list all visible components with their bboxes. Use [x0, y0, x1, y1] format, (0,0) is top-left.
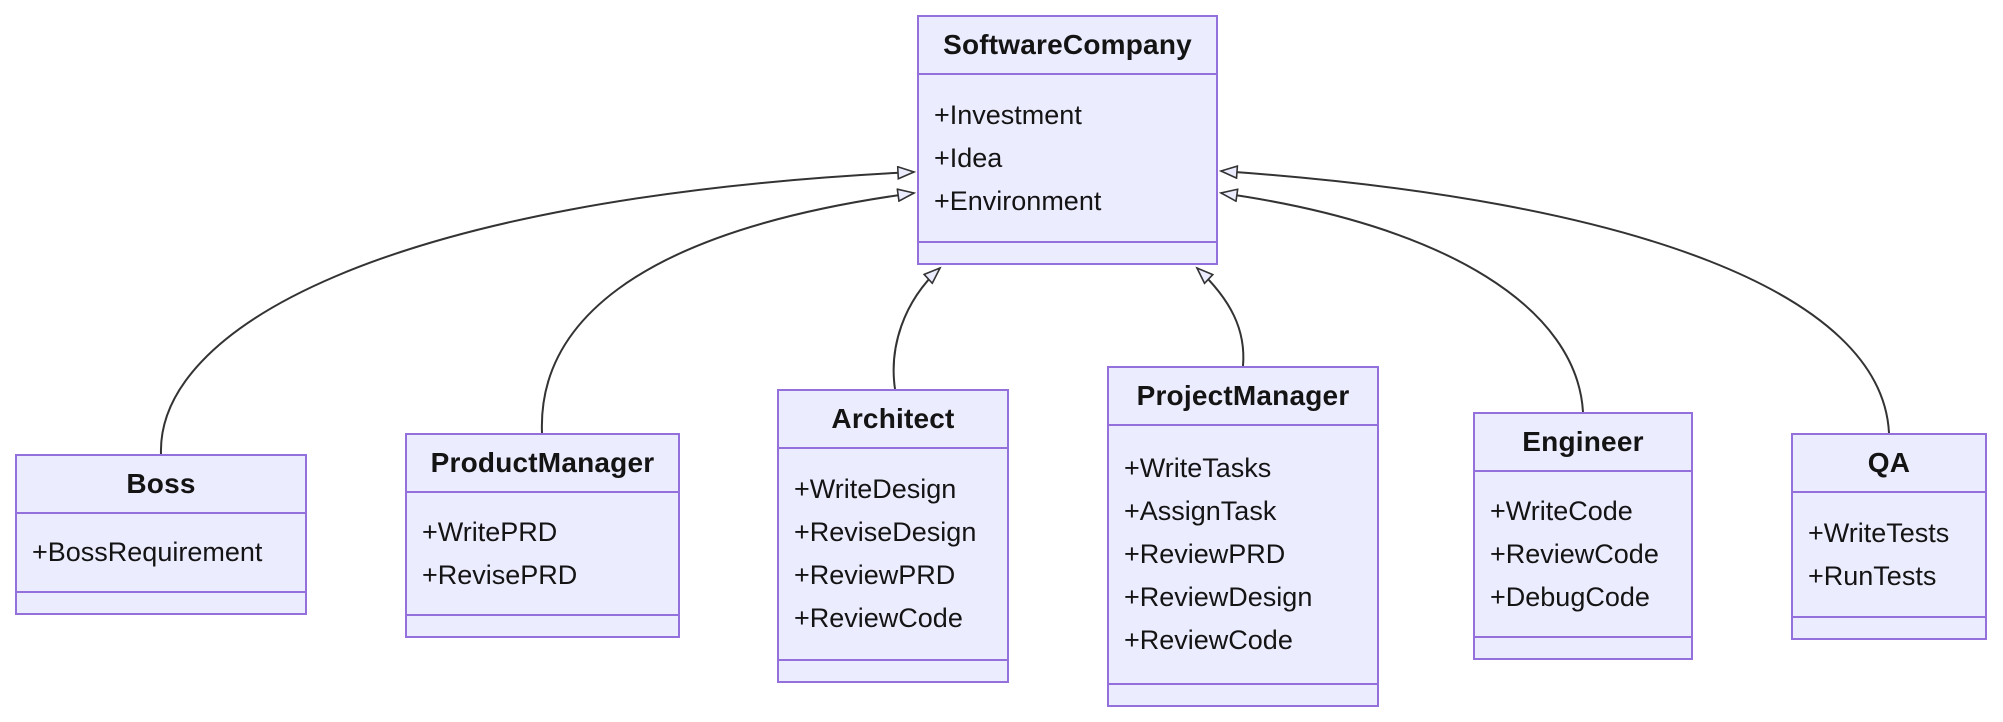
class-attribute: +ReviewCode	[1124, 625, 1293, 655]
class-attributes: +Investment +Idea +Environment	[919, 73, 1216, 243]
class-node-architect: Architect +WriteDesign +ReviseDesign +Re…	[777, 389, 1009, 683]
class-attributes: +BossRequirement	[17, 512, 305, 593]
inheritance-edge-boss	[159, 172, 914, 455]
class-attribute: +WriteTests	[1808, 517, 1950, 548]
class-attribute: +ReviewCode	[1490, 538, 1659, 569]
class-title: ProjectManager	[1136, 380, 1350, 411]
class-attributes: +WriteTests +RunTests	[1793, 491, 1985, 618]
class-title: SoftwareCompany	[943, 29, 1192, 60]
inheritance-edge-qa	[1221, 171, 1890, 434]
class-methods-empty	[779, 661, 1007, 681]
class-node-qa: QA +WriteTests +RunTests	[1791, 433, 1987, 640]
class-title: Architect	[831, 403, 955, 434]
inheritance-edge-architect	[892, 268, 940, 390]
class-methods-empty	[1475, 638, 1691, 658]
class-attributes: +WriteDesign +ReviseDesign +ReviewPRD +R…	[779, 447, 1007, 661]
class-attribute: +ReviseDesign	[794, 517, 977, 547]
class-attribute: +RunTests	[1808, 560, 1937, 591]
class-attributes: +WritePRD +RevisePRD	[407, 491, 678, 616]
class-title: Boss	[126, 468, 196, 499]
class-attribute: +ReviewDesign	[1124, 582, 1313, 612]
class-title: Engineer	[1522, 426, 1644, 457]
class-node-engineer: Engineer +WriteCode +ReviewCode +DebugCo…	[1473, 412, 1693, 660]
class-attribute: +RevisePRD	[422, 559, 578, 590]
inheritance-edge-product-manager	[540, 193, 914, 434]
class-attribute: +ReviewPRD	[1124, 539, 1286, 569]
class-attribute: +WriteTasks	[1124, 453, 1272, 483]
class-attributes: +WriteTasks +AssignTask +ReviewPRD +Revi…	[1109, 424, 1377, 685]
class-node-product-manager: ProductManager +WritePRD +RevisePRD	[405, 433, 680, 638]
class-attribute: +Idea	[934, 142, 1003, 173]
class-node-boss: Boss +BossRequirement	[15, 454, 307, 615]
class-attribute: +WriteCode	[1490, 495, 1633, 526]
class-methods-empty	[1109, 685, 1377, 705]
class-attribute: +WriteDesign	[794, 474, 957, 504]
class-node-software-company: SoftwareCompany +Investment +Idea +Envir…	[917, 15, 1218, 265]
class-attribute: +ReviewCode	[794, 603, 963, 633]
class-attribute: +DebugCode	[1490, 581, 1650, 612]
inheritance-edge-engineer	[1221, 193, 1584, 413]
class-methods-empty	[407, 616, 678, 636]
class-methods-empty	[17, 593, 305, 613]
class-methods-empty	[1793, 618, 1985, 638]
class-attribute: +BossRequirement	[32, 537, 263, 567]
class-attribute: +AssignTask	[1124, 496, 1277, 526]
class-node-project-manager: ProjectManager +WriteTasks +AssignTask +…	[1107, 366, 1379, 707]
inheritance-edge-project-manager	[1197, 268, 1245, 367]
class-attribute: +WritePRD	[422, 516, 558, 547]
class-title: QA	[1867, 447, 1911, 478]
class-attributes: +WriteCode +ReviewCode +DebugCode	[1475, 470, 1691, 638]
class-methods-empty	[919, 243, 1216, 263]
class-attribute: +ReviewPRD	[794, 560, 956, 590]
class-title: ProductManager	[430, 447, 655, 478]
class-attribute: +Environment	[934, 185, 1102, 216]
class-attribute: +Investment	[934, 99, 1082, 130]
